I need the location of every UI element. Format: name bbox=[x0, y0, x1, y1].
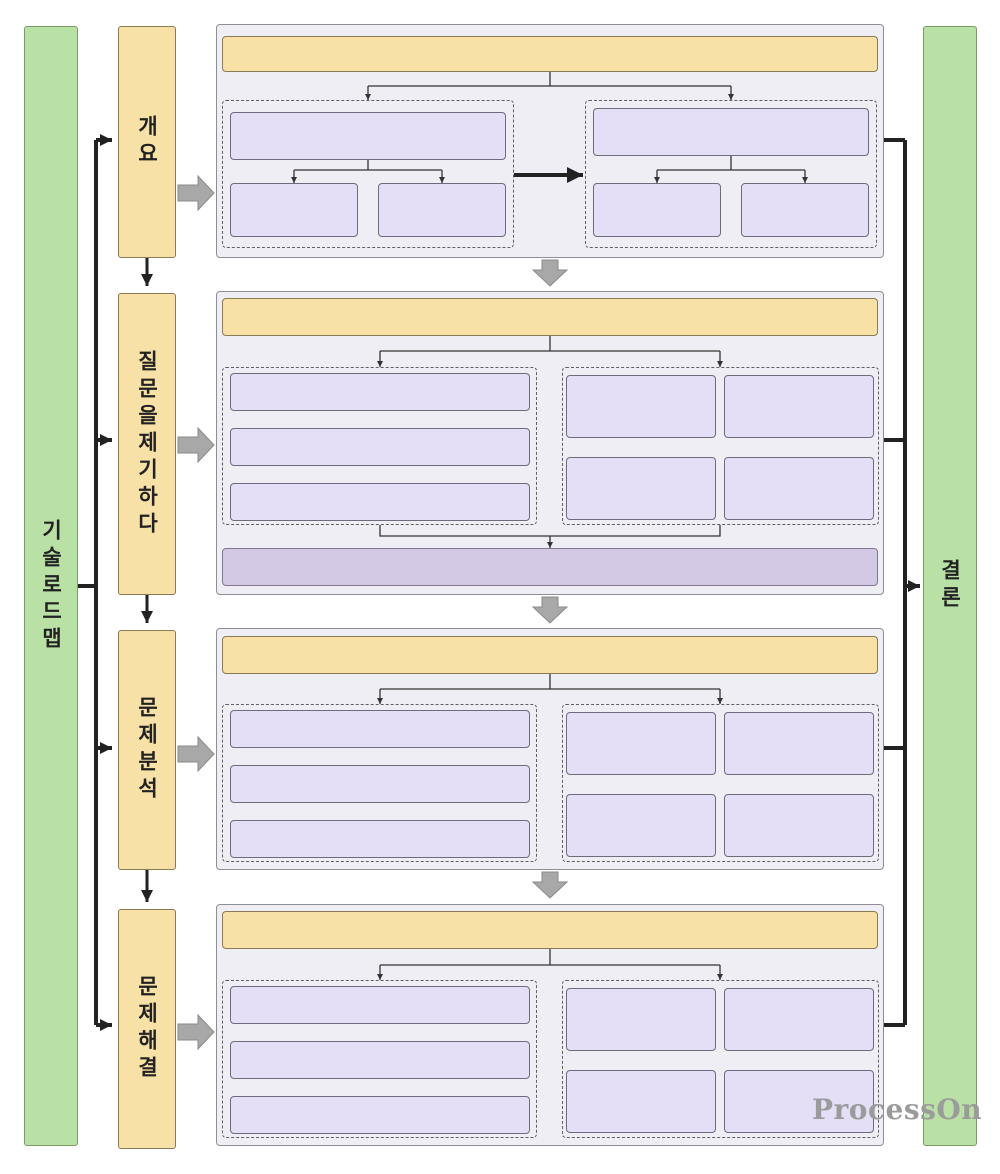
question-header bbox=[222, 298, 878, 336]
solution-left-box bbox=[230, 1096, 530, 1134]
solution-right-group bbox=[562, 980, 879, 1138]
question-left-box bbox=[230, 483, 530, 521]
overview-connectors bbox=[291, 72, 808, 183]
solution-right-box bbox=[566, 1070, 716, 1133]
question-left-group bbox=[222, 367, 537, 525]
conclusion-tree bbox=[884, 138, 920, 1027]
analysis-right-box bbox=[566, 794, 716, 857]
gray-right-arrow-icon bbox=[177, 1013, 215, 1051]
analysis-left-group bbox=[222, 704, 537, 862]
analysis-left-box bbox=[230, 710, 530, 748]
phase-solution-label: 문제해결 bbox=[135, 975, 159, 1083]
solution-right-box bbox=[724, 988, 874, 1051]
overview-right-sub-box bbox=[593, 183, 721, 237]
question-left-box bbox=[230, 428, 530, 466]
gray-right-arrow-icon bbox=[177, 426, 215, 464]
question-connectors bbox=[377, 336, 723, 548]
analysis-right-box bbox=[566, 712, 716, 775]
solution-left-group bbox=[222, 980, 537, 1138]
solution-left-box bbox=[230, 986, 530, 1024]
conclusion-bar: 결론 bbox=[923, 26, 977, 1146]
phase-solution: 문제해결 bbox=[118, 909, 176, 1149]
question-right-box bbox=[566, 375, 716, 438]
solution-connectors bbox=[377, 949, 723, 980]
phase-question: 질문을제기하다 bbox=[118, 293, 176, 595]
solution-right-box bbox=[566, 988, 716, 1051]
gray-right-arrow-icon bbox=[177, 174, 215, 212]
phase-overview-label: 개요 bbox=[135, 115, 159, 169]
conclusion-label: 결론 bbox=[938, 559, 962, 613]
processon-watermark: ProcessOn bbox=[812, 1093, 983, 1126]
analysis-left-box bbox=[230, 765, 530, 803]
overview-right-top-box bbox=[593, 108, 869, 156]
analysis-header bbox=[222, 636, 878, 674]
gray-down-arrow-icon bbox=[531, 259, 569, 287]
overview-right-group bbox=[585, 100, 877, 248]
solution-right-box bbox=[724, 1070, 874, 1133]
analysis-right-box bbox=[724, 794, 874, 857]
phase-analysis-label: 문제분석 bbox=[135, 696, 159, 804]
phase-analysis: 문제분석 bbox=[118, 630, 176, 870]
question-footer bbox=[222, 548, 878, 586]
gray-right-arrow-icon bbox=[177, 735, 215, 773]
analysis-connectors bbox=[377, 674, 723, 704]
analysis-left-box bbox=[230, 820, 530, 858]
solution-header bbox=[222, 911, 878, 949]
panel-panel-arrows bbox=[531, 259, 569, 899]
gray-down-arrow-icon bbox=[531, 596, 569, 624]
phase-overview: 개요 bbox=[118, 26, 176, 258]
question-right-box bbox=[724, 457, 874, 520]
gray-down-arrow-icon bbox=[531, 871, 569, 899]
phase-question-label: 질문을제기하다 bbox=[135, 349, 159, 539]
overview-left-top-box bbox=[230, 112, 506, 160]
tech-roadmap-label: 기술로드맵 bbox=[39, 518, 63, 654]
overview-left-group bbox=[222, 100, 514, 248]
question-left-box bbox=[230, 373, 530, 411]
question-right-box bbox=[566, 457, 716, 520]
question-right-group bbox=[562, 367, 879, 525]
overview-header bbox=[222, 36, 878, 72]
question-right-box bbox=[724, 375, 874, 438]
tech-roadmap-bar: 기술로드맵 bbox=[24, 26, 78, 1146]
phase-panel-arrows bbox=[177, 174, 215, 1051]
analysis-right-box bbox=[724, 712, 874, 775]
overview-left-sub-box bbox=[230, 183, 358, 237]
roadmap-tree bbox=[78, 134, 112, 1031]
overview-right-sub-box bbox=[741, 183, 869, 237]
solution-left-box bbox=[230, 1041, 530, 1079]
analysis-right-group bbox=[562, 704, 879, 862]
overview-left-sub-box bbox=[378, 183, 506, 237]
